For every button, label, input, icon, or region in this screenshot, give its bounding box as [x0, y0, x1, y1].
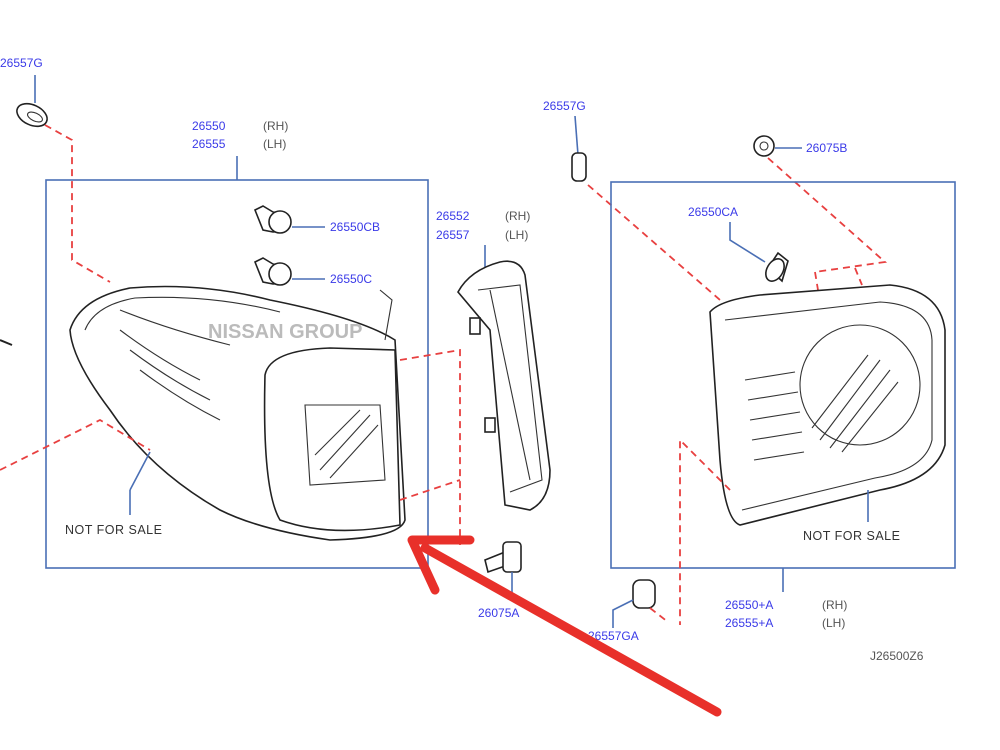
label-26550-a[interactable]: 26550+A	[725, 598, 773, 612]
watermark: NISSAN GROUP	[208, 321, 362, 343]
side-lh: (LH)	[505, 228, 528, 242]
side-rh: (RH)	[505, 209, 530, 223]
label-26550[interactable]: 26550	[192, 119, 226, 133]
bulb-icon	[765, 251, 789, 283]
side-lh: (LH)	[263, 137, 286, 151]
not-for-sale-right: NOT FOR SALE	[803, 529, 900, 543]
side-rh: (RH)	[822, 598, 847, 612]
not-for-sale-left: NOT FOR SALE	[65, 523, 162, 537]
right-lamp-assembly: 26557G 26075B 26550CA NOT	[543, 99, 956, 663]
left-assembly-box	[45, 179, 429, 569]
side-rh: (RH)	[263, 119, 288, 133]
label-clip-26557g-left[interactable]: 26557G	[0, 56, 43, 70]
clip-icon	[571, 152, 587, 182]
annotation-arrow-icon	[407, 535, 722, 717]
label-26557ga[interactable]: 26557GA	[588, 629, 639, 643]
center-parts: 26552 26557 (RH) (LH) 26075A	[399, 209, 551, 620]
label-clip-26557g-right[interactable]: 26557G	[543, 99, 586, 113]
label-26557[interactable]: 26557	[436, 228, 470, 242]
diagram-id: J26500Z6	[870, 649, 924, 663]
finisher-panel-icon	[457, 260, 551, 511]
label-26075b[interactable]: 26075B	[806, 141, 847, 155]
nut-icon	[753, 135, 775, 157]
tail-lamp-left-icon	[69, 285, 406, 541]
label-26550c[interactable]: 26550C	[330, 272, 372, 286]
left-lamp-assembly: 26557G 26550 26555 (RH) (LH) 26550CB 265…	[0, 56, 429, 569]
clip-icon	[16, 102, 48, 128]
label-26552[interactable]: 26552	[436, 209, 470, 223]
side-lh: (LH)	[822, 616, 845, 630]
label-26550cb[interactable]: 26550CB	[330, 220, 380, 234]
label-26075a[interactable]: 26075A	[478, 606, 519, 620]
label-26555-a[interactable]: 26555+A	[725, 616, 773, 630]
tail-lamp-right-icon	[709, 284, 946, 526]
screw-icon	[484, 541, 522, 574]
label-26550ca[interactable]: 26550CA	[688, 205, 738, 219]
label-26555[interactable]: 26555	[192, 137, 226, 151]
clip-icon	[632, 579, 656, 609]
bulb-icon	[253, 205, 292, 286]
